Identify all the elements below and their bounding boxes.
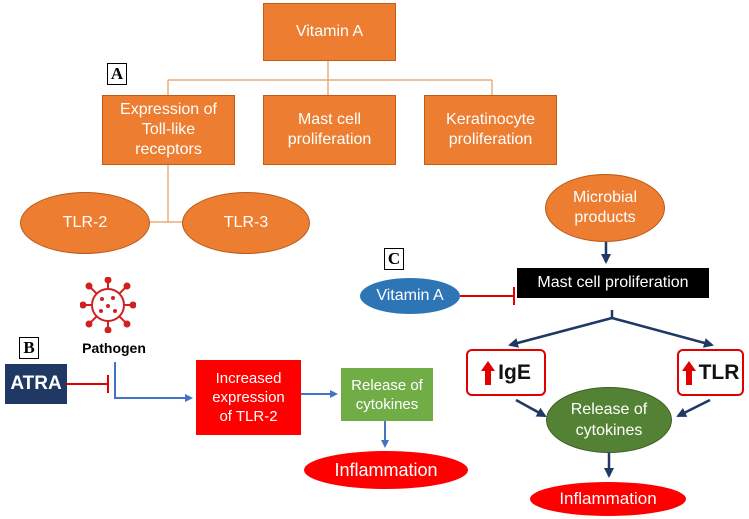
atra-inhibition bbox=[67, 375, 109, 393]
inflammation-ellipse-b: Inflammation bbox=[304, 451, 468, 489]
keratinocyte-proliferation-node: Keratinocyte proliferation bbox=[424, 95, 557, 165]
inflammation-ellipse-c: Inflammation bbox=[530, 482, 686, 516]
tlr-2-node: TLR-2 bbox=[20, 192, 150, 254]
mast-cell-proliferation-box: Mast cell proliferation bbox=[517, 268, 709, 298]
release-cytokines-ellipse-c: Release of cytokines bbox=[546, 387, 672, 453]
pathogen-label: Pathogen bbox=[82, 340, 146, 356]
toll-like-receptors-node: Expression of Toll-like receptors bbox=[102, 95, 235, 165]
up-arrow-icon bbox=[681, 360, 696, 385]
ige-box: IgE bbox=[466, 349, 546, 396]
mast-branch-lines bbox=[508, 310, 714, 348]
microbial-products-node: Microbial products bbox=[545, 174, 665, 242]
ige-label: IgE bbox=[498, 360, 531, 384]
atra-box: ATRA bbox=[5, 364, 67, 404]
increased-tlr2-box: Increased expression of TLR-2 bbox=[196, 360, 301, 435]
tree-connectors bbox=[147, 58, 493, 223]
mast-cell-proliferation-node: Mast cell proliferation bbox=[263, 95, 396, 165]
panel-a-label: A bbox=[107, 63, 127, 85]
tlr-3-node: TLR-3 bbox=[182, 192, 310, 254]
tlr-label: TLR bbox=[698, 360, 740, 384]
pathogen-to-tlr2-arrow bbox=[114, 362, 193, 402]
vitamin-a-ellipse: Vitamin A bbox=[360, 278, 460, 314]
vitamin-a-inhibition bbox=[460, 287, 515, 305]
vitamin-a-node: Vitamin A bbox=[263, 3, 396, 61]
tlr-box: TLR bbox=[677, 349, 744, 396]
release-cytokines-box-b: Release of cytokines bbox=[341, 368, 433, 421]
panel-c-label: C bbox=[384, 248, 404, 270]
virus-icon bbox=[79, 276, 137, 334]
to-release-arrows bbox=[515, 398, 711, 418]
panel-b-label: B bbox=[19, 337, 39, 359]
up-arrow-icon bbox=[481, 360, 496, 385]
